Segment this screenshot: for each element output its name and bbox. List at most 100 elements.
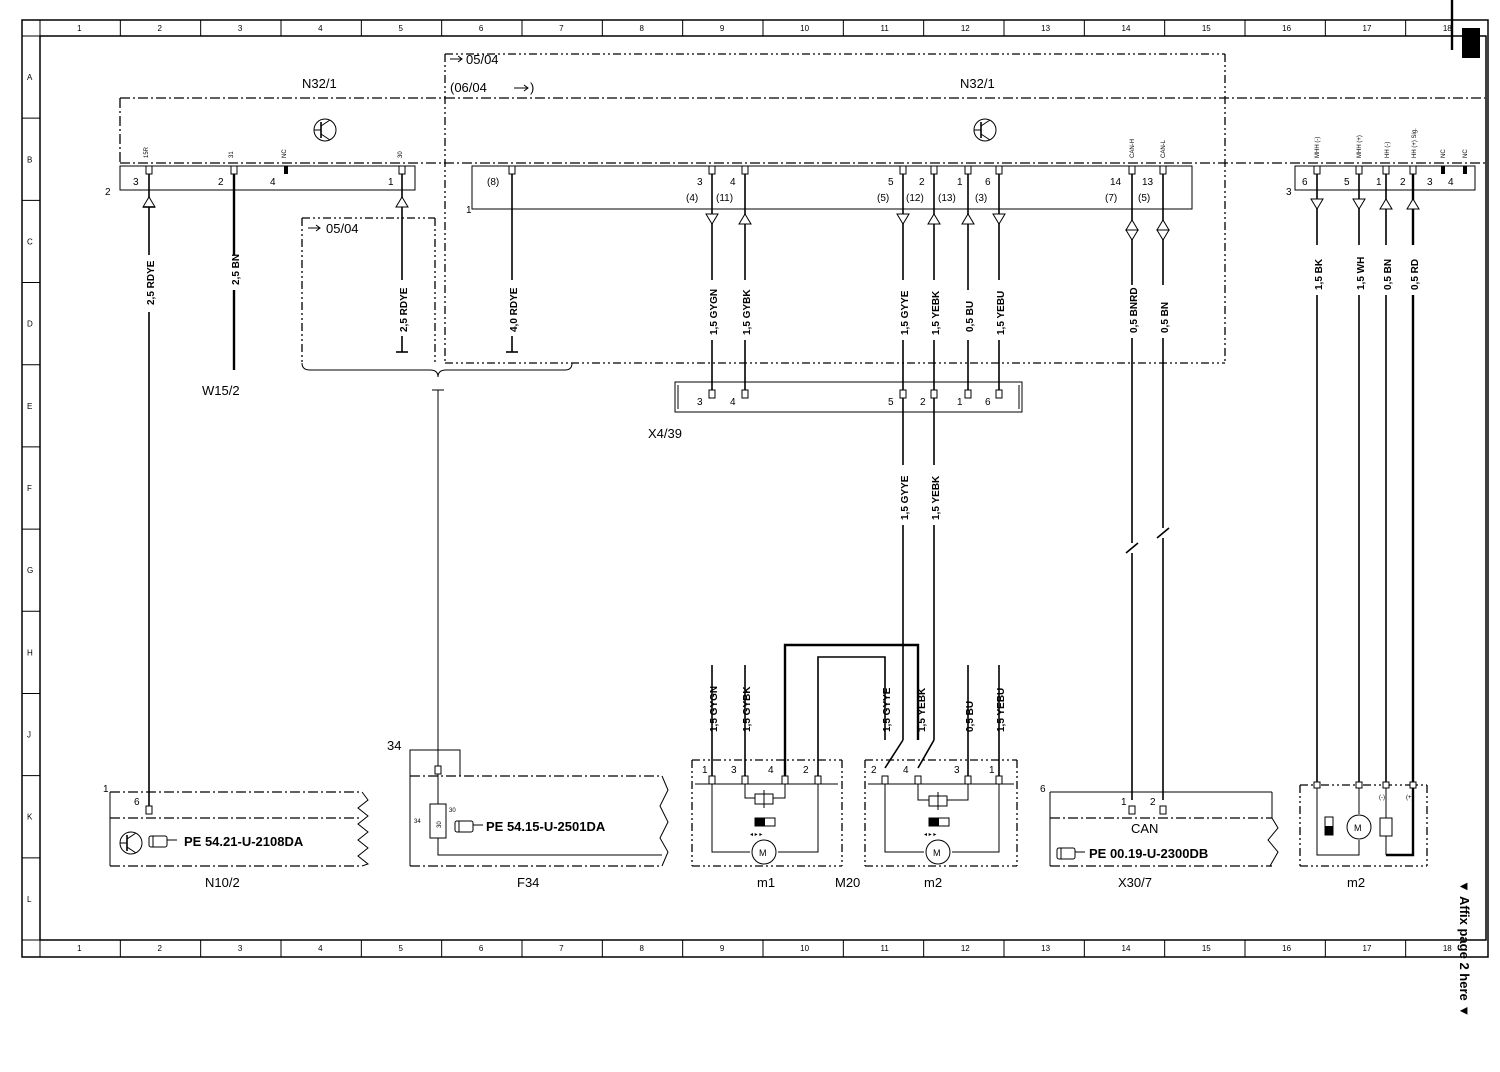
m2-motor-module: 2 4 3 1 ◂ ▸ ▸ M m2	[864, 759, 1018, 890]
svg-text:30: 30	[449, 808, 456, 814]
svg-text:13: 13	[1142, 177, 1154, 188]
column-number: 3	[238, 24, 243, 33]
svg-text:2: 2	[1400, 177, 1406, 188]
svg-text:6: 6	[1040, 784, 1046, 795]
column-number: 15	[1202, 24, 1211, 33]
column-number: 5	[399, 944, 404, 953]
wire-label: 1,5 GYBK	[742, 289, 753, 335]
wire-label: 1,5 GYGN	[709, 686, 720, 732]
motor-icon-glyph: M	[759, 848, 767, 858]
svg-text:05/04: 05/04	[326, 221, 359, 236]
svg-text:MHH (-): MHH (-)	[1315, 137, 1321, 158]
motor-icon-glyph: M	[1354, 823, 1362, 833]
column-number: 1	[77, 944, 82, 953]
column-number: 9	[720, 944, 725, 953]
svg-text:(+): (+)	[1406, 795, 1414, 801]
svg-text:2: 2	[871, 765, 877, 776]
m20-label: M20	[835, 875, 860, 890]
arrow-right-icon	[308, 224, 321, 232]
svg-text:3: 3	[1286, 187, 1292, 198]
svg-text:NC: NC	[282, 149, 288, 158]
svg-text:5: 5	[888, 397, 894, 408]
n32-1-left-module: N32/1 2 15R 3 31 2 NC 4	[105, 76, 1485, 198]
column-number: 14	[1122, 24, 1131, 33]
motor-icon: M	[1346, 814, 1372, 840]
column-number: 10	[800, 944, 809, 953]
svg-text:4: 4	[903, 765, 909, 776]
wire-label: 1,5 GYYE	[882, 687, 893, 732]
svg-text:4: 4	[768, 765, 774, 776]
row-letter: J	[27, 731, 31, 740]
column-number: 12	[961, 944, 970, 953]
svg-text:15R: 15R	[144, 146, 150, 158]
wire-label: 0,5 RD	[1410, 259, 1421, 290]
svg-text:30: 30	[398, 151, 404, 158]
svg-text:): )	[530, 80, 534, 95]
svg-text:6: 6	[985, 397, 991, 408]
svg-text:(13): (13)	[938, 193, 956, 204]
motor-icon: M	[925, 839, 951, 865]
column-number: 13	[1041, 24, 1050, 33]
n10-2-module: 1 6 PE 54.21-U-2108DA N10/2	[103, 784, 370, 890]
svg-text:1: 1	[388, 177, 394, 188]
svg-text:2: 2	[919, 177, 925, 188]
wire-label: 0,5 BN	[1160, 302, 1171, 333]
svg-text:1: 1	[1376, 177, 1382, 188]
svg-text:2: 2	[920, 397, 926, 408]
transistor-icon	[313, 118, 337, 142]
svg-text:31: 31	[229, 151, 235, 158]
note-from-06-04: (06/04	[450, 80, 487, 95]
hand-pointer-icon	[454, 820, 483, 833]
n10-2-service-ref[interactable]: PE 54.21-U-2108DA	[184, 834, 304, 849]
wire-label: 1,5 BK	[1314, 258, 1325, 290]
column-number: 10	[800, 24, 809, 33]
wire-label: 0,5 BNRD	[1129, 287, 1140, 333]
column-number: 6	[479, 24, 484, 33]
m2-label: m2	[924, 875, 942, 890]
svg-text:1: 1	[466, 205, 472, 216]
transistor-icon	[973, 118, 997, 142]
x4-39-connector: 3 4 5 2 1 6 X4/39	[648, 381, 1023, 441]
svg-text:3: 3	[697, 397, 703, 408]
svg-text:1: 1	[957, 397, 963, 408]
wire-label: 2,5 RDYE	[146, 260, 157, 305]
column-number: 17	[1363, 24, 1372, 33]
m2-right-module: (-) (+) M m2	[1299, 781, 1428, 890]
row-letter: G	[27, 566, 33, 575]
column-number: 18	[1443, 24, 1452, 33]
svg-text:NC: NC	[1441, 149, 1447, 158]
x4-39-label: X4/39	[648, 426, 682, 441]
column-number: 11	[881, 24, 890, 33]
svg-text:4: 4	[1448, 177, 1454, 188]
svg-text:3: 3	[731, 765, 737, 776]
svg-text:1: 1	[1121, 797, 1127, 808]
column-number: 16	[1282, 24, 1291, 33]
m1-motor-module: 1 3 4 2 ◂ ▸ ▸ M m1 M20	[691, 759, 860, 890]
svg-text:MHH (+): MHH (+)	[1357, 135, 1363, 158]
n32-1-right-module: 05/04 (06/04 ) N32/1 1 (8) 3 4 (4) (11) …	[444, 52, 1485, 364]
svg-text:5: 5	[888, 177, 894, 188]
x30-7-service-ref[interactable]: PE 00.19-U-2300DB	[1089, 846, 1208, 861]
row-letter: C	[27, 237, 33, 246]
f34-label: F34	[517, 875, 539, 890]
note-from-05-04: 05/04	[466, 52, 499, 67]
svg-text:NC: NC	[1463, 149, 1469, 158]
m1-label: m1	[757, 875, 775, 890]
svg-text:34: 34	[414, 819, 421, 825]
svg-text:CAN-L: CAN-L	[1161, 139, 1167, 158]
svg-text:1: 1	[103, 784, 109, 795]
n10-2-label: N10/2	[205, 875, 240, 890]
can-label: CAN	[1131, 821, 1158, 836]
wire-label: 1,5 GYYE	[900, 290, 911, 335]
svg-text:5: 5	[1344, 177, 1350, 188]
column-number: 4	[318, 24, 323, 33]
x30-7-label: X30/7	[1118, 875, 1152, 890]
svg-text:4: 4	[270, 177, 276, 188]
f34-service-ref[interactable]: PE 54.15-U-2501DA	[486, 819, 606, 834]
svg-text:2: 2	[1150, 797, 1156, 808]
svg-text:3: 3	[133, 177, 139, 188]
connector-pin-nc: NC 4	[270, 149, 288, 188]
